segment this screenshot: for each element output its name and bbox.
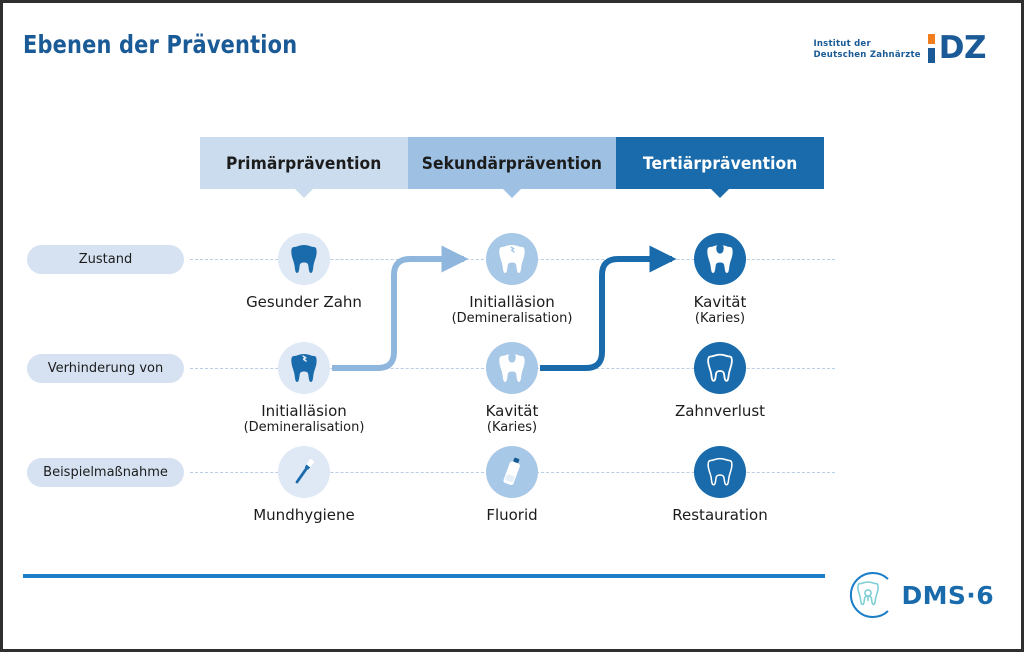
cell-subtitle: (Demineralisation) — [243, 419, 365, 435]
cell-caption: Kavität (Karies) — [408, 403, 616, 435]
cell-verhinderung-primary[interactable]: Initialläsion (Demineralisation) — [200, 342, 408, 435]
cell-subtitle: (Karies) — [486, 419, 538, 435]
toothbrush-icon — [278, 446, 330, 498]
row-label-text: Zustand — [78, 252, 133, 267]
cell-title: Kavität — [693, 293, 747, 311]
cell-title: Fluorid — [486, 506, 538, 524]
row-label-zustand[interactable]: Zustand — [27, 245, 184, 274]
row-label-verhinderung[interactable]: Verhinderung von — [27, 354, 184, 383]
cell-title: Kavität — [485, 402, 539, 420]
column-header-tertiaerpraevention[interactable]: Tertiärprävention — [616, 137, 824, 198]
dms6-logo: DMS·6 — [842, 569, 994, 621]
column-header-notch-icon — [503, 189, 521, 198]
idz-logo-line2: Deutschen Zahnärzte — [813, 49, 921, 60]
tooth-lesion-icon — [486, 233, 538, 285]
cell-zustand-secondary[interactable]: Initialläsion (Demineralisation) — [408, 233, 616, 326]
column-header-sekundaerpraevention[interactable]: Sekundärprävention — [408, 137, 616, 198]
column-header-label: Tertiärprävention — [642, 153, 798, 173]
row-label-text: Verhinderung von — [47, 361, 164, 376]
row-label-beispielmassnahme[interactable]: Beispielmaßnahme — [27, 458, 184, 487]
tooth-outline-icon — [694, 446, 746, 498]
column-header-notch-icon — [711, 189, 729, 198]
tooth-loss-icon — [694, 342, 746, 394]
page-title: Ebenen der Prävention — [23, 30, 298, 59]
cell-title: Initialläsion — [469, 293, 555, 311]
idz-i-glyph-icon — [927, 34, 935, 63]
row-label-text: Beispielmaßnahme — [43, 465, 168, 480]
cell-verhinderung-secondary[interactable]: Kavität (Karies) — [408, 342, 616, 435]
tooth-lesion-icon — [278, 342, 330, 394]
cell-subtitle: (Karies) — [694, 310, 746, 326]
column-header-label: Sekundärprävention — [421, 153, 603, 173]
idz-logo-subtitle: Institut der Deutschen Zahnärzte — [813, 39, 920, 63]
flow-arrows — [332, 245, 677, 371]
cell-caption: Mundhygiene — [200, 507, 408, 524]
slide-border-left — [0, 3, 3, 649]
dms6-label: DMS·6 — [901, 580, 994, 610]
cell-verhinderung-tertiary[interactable]: Zahnverlust — [616, 342, 824, 421]
cell-zustand-primary[interactable]: Gesunder Zahn — [200, 233, 408, 312]
cell-caption: Initialläsion (Demineralisation) — [408, 294, 616, 326]
cell-caption: Kavität (Karies) — [616, 294, 824, 326]
idz-dz-text: DZ — [938, 30, 987, 67]
tooth-cavity-icon — [694, 233, 746, 285]
column-header-notch-icon — [295, 189, 313, 198]
cell-title: Gesunder Zahn — [246, 293, 362, 311]
cell-title: Zahnverlust — [674, 402, 766, 420]
column-header-label: Primärprävention — [226, 153, 382, 173]
cell-title: Initialläsion — [261, 402, 347, 420]
idz-logo-line1: Institut der — [813, 38, 871, 49]
cell-beispielmassnahme-primary[interactable]: Mundhygiene — [200, 446, 408, 525]
cell-beispielmassnahme-tertiary[interactable]: Restauration — [616, 446, 824, 525]
tooth-healthy-icon — [278, 233, 330, 285]
footer-divider — [23, 574, 825, 578]
cell-title: Mundhygiene — [253, 506, 355, 524]
idz-logo-mark: DZ — [927, 29, 987, 67]
fluoride-bottle-icon — [486, 446, 538, 498]
cell-title: Restauration — [672, 506, 768, 524]
cell-caption: Restauration — [616, 507, 824, 524]
slide-border-right — [1021, 3, 1024, 649]
tooth-cavity-icon — [486, 342, 538, 394]
cell-subtitle: (Demineralisation) — [451, 310, 573, 326]
cell-beispielmassnahme-secondary[interactable]: Fluorid — [408, 446, 616, 525]
cell-caption: Fluorid — [408, 507, 616, 524]
cell-caption: Gesunder Zahn — [200, 294, 408, 311]
cell-zustand-tertiary[interactable]: Kavität (Karies) — [616, 233, 824, 326]
cell-caption: Initialläsion (Demineralisation) — [200, 403, 408, 435]
dms6-tooth-mark-icon — [850, 572, 890, 618]
column-header-primaerpraevention[interactable]: Primärprävention — [200, 137, 408, 198]
idz-logo: Institut der Deutschen Zahnärzte DZ — [813, 29, 986, 63]
cell-caption: Zahnverlust — [616, 403, 824, 420]
